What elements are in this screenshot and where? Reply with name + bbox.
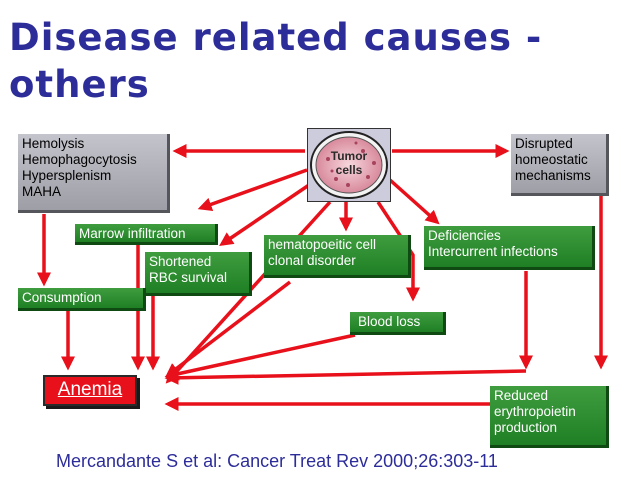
page-title: Disease related causes - others [9, 16, 543, 106]
arrow-tumor-to-marrow [197, 168, 308, 212]
arrow-tumor-to-bloodloss [376, 201, 420, 302]
blood-loss-box: Blood loss [350, 312, 446, 335]
anemia-box: Anemia [43, 375, 137, 406]
reduced-erythropoietin-box: Reduced erythropoietin production [490, 386, 609, 448]
consumption-box: Consumption [18, 288, 146, 311]
tumor-cells-icon [310, 131, 388, 199]
tumor-cells-node: Tumor cells [307, 128, 391, 202]
shortened-rbc-survival-box: Shortened RBC survival [145, 252, 252, 296]
tumor-cells-label: Tumor cells [330, 149, 368, 177]
arrow-bloodloss-to-anemia [164, 333, 356, 381]
arrow-tumor-to-deficiencies [388, 178, 440, 225]
deficiencies-box: Deficiencies Intercurrent infections [424, 226, 595, 270]
marrow-infiltration-box: Marrow infiltration [75, 224, 218, 245]
citation: Mercandante S et al: Cancer Treat Rev 20… [56, 451, 498, 471]
arrow-hematopoietic-to-anemia [165, 280, 292, 378]
arrow-tumor-to-shortened [219, 183, 310, 246]
disrupted-homeostatic-box: Disrupted homeostatic mechanisms [511, 134, 609, 196]
hemolysis-box: Hemolysis Hemophagocytosis Hypersplenism… [18, 134, 170, 213]
arrow-deficiencies-to-anemia [164, 369, 527, 385]
hematopoietic-disorder-box: hematopoeitic cell clonal disorder [264, 235, 411, 278]
